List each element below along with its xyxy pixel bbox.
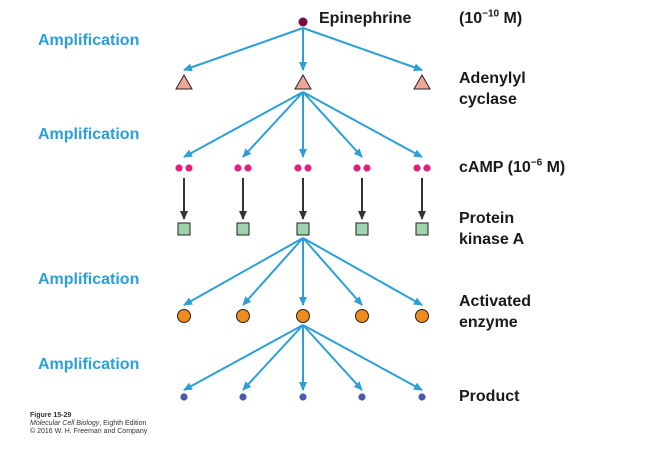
protein-kinase-square-icon-2 bbox=[236, 222, 250, 236]
arrow-kinase-to-enzyme-4 bbox=[302, 237, 363, 306]
camp-dot-icon-4b bbox=[363, 164, 371, 172]
camp-dot-icon-5a bbox=[413, 164, 421, 172]
arrow-cyclase-to-camp-4 bbox=[302, 91, 363, 158]
activated-enzyme-circle-icon-4 bbox=[355, 309, 369, 323]
product-dot-icon-4 bbox=[358, 393, 366, 401]
arrow-enzyme-to-product-5 bbox=[302, 324, 423, 391]
protein-kinase-square-icon-4 bbox=[355, 222, 369, 236]
amplification-label-4: Amplification bbox=[38, 356, 140, 373]
adenylyl-cyclase-triangle-icon-2 bbox=[294, 73, 312, 90]
activated-enzyme-circle-icon-3 bbox=[296, 309, 310, 323]
product-dot-icon-5 bbox=[418, 393, 426, 401]
amplification-label-2: Amplification bbox=[38, 126, 140, 143]
camp-dot-icon-5b bbox=[423, 164, 431, 172]
arrow-cyclase-to-camp-2 bbox=[242, 91, 304, 158]
protein-kinase-square-icon-3 bbox=[296, 222, 310, 236]
arrow-kinase-to-enzyme-2 bbox=[242, 237, 304, 306]
amplification-label-3: Amplification bbox=[38, 271, 140, 288]
camp-dot-icon-3b bbox=[304, 164, 312, 172]
activated-enzyme-circle-icon-2 bbox=[236, 309, 250, 323]
adenylyl-cyclase-triangle-icon-1 bbox=[175, 73, 193, 90]
nodes-layer bbox=[175, 17, 431, 401]
adenylyl-cyclase-triangle-icon-3 bbox=[413, 73, 431, 90]
arrows-layer bbox=[180, 27, 426, 391]
arrow-enzyme-to-product-2 bbox=[242, 324, 304, 391]
arrow-kinase-to-enzyme-5 bbox=[302, 237, 423, 306]
book-credit: Molecular Cell Biology, Eighth Edition bbox=[30, 420, 147, 427]
camp-dot-icon-2b bbox=[244, 164, 252, 172]
product-dot-icon-3 bbox=[299, 393, 307, 401]
arrow-enzyme-to-product-4 bbox=[302, 324, 363, 391]
figure-number: Figure 15-29 bbox=[30, 412, 72, 419]
product-dot-icon-2 bbox=[239, 393, 247, 401]
arrow-cyclase-to-camp-1 bbox=[183, 91, 304, 158]
camp-dot-icon-1b bbox=[185, 164, 193, 172]
camp-dot-icon-3a bbox=[294, 164, 302, 172]
epinephrine-concentration: (10−10 M) bbox=[459, 8, 523, 27]
protein-kinase-square-icon-1 bbox=[177, 222, 191, 236]
camp-label: cAMP (10−6 M) bbox=[459, 157, 566, 176]
product-label: Product bbox=[459, 388, 520, 405]
arrow-enzyme-to-product-1 bbox=[183, 324, 304, 391]
activated-enzyme-circle-icon-5 bbox=[415, 309, 429, 323]
arrow-epi-to-cyclase-3 bbox=[302, 27, 423, 72]
amplification-label-1: Amplification bbox=[38, 32, 140, 49]
activated-enzyme-circle-icon-1 bbox=[177, 309, 191, 323]
copyright-line: © 2016 W. H. Freeman and Company bbox=[30, 428, 148, 435]
camp-dot-icon-1a bbox=[175, 164, 183, 172]
arrow-kinase-to-enzyme-1 bbox=[183, 237, 304, 306]
product-dot-icon-1 bbox=[180, 393, 188, 401]
arrow-epi-to-cyclase-1 bbox=[183, 27, 304, 72]
protein-kinase-square-icon-5 bbox=[415, 222, 429, 236]
camp-dot-icon-4a bbox=[353, 164, 361, 172]
epinephrine-label: Epinephrine bbox=[319, 10, 412, 27]
camp-dot-icon-2a bbox=[234, 164, 242, 172]
arrow-cyclase-to-camp-5 bbox=[302, 91, 423, 158]
figure-caption: Figure 15-29 Molecular Cell Biology, Eig… bbox=[30, 412, 147, 436]
epinephrine-dot-icon bbox=[298, 17, 308, 27]
